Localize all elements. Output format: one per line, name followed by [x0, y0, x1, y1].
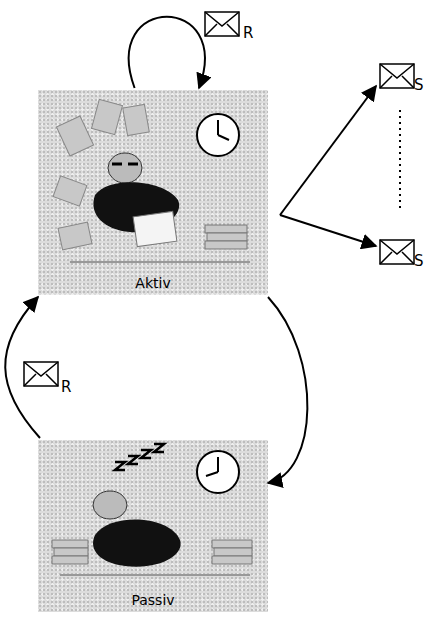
message-subscript: S	[414, 252, 424, 270]
transition-arrow	[129, 17, 205, 88]
transition-arrow	[5, 297, 40, 438]
state-label: Passiv	[38, 592, 268, 608]
transition-arrow	[268, 297, 307, 483]
send-arrow	[280, 86, 376, 215]
message-subscript: R	[243, 24, 253, 42]
envelope-icon	[24, 362, 58, 386]
state-box: Aktiv	[38, 90, 268, 295]
envelope-icon	[205, 12, 239, 36]
message-subscript: S	[414, 76, 424, 94]
dotted-line	[399, 110, 401, 212]
envelope-icon	[380, 64, 414, 88]
envelope-icon	[380, 240, 414, 264]
state-box: Passiv	[38, 440, 268, 612]
message-subscript: R	[61, 378, 71, 396]
send-arrow	[280, 215, 376, 246]
state-label: Aktiv	[38, 275, 268, 291]
